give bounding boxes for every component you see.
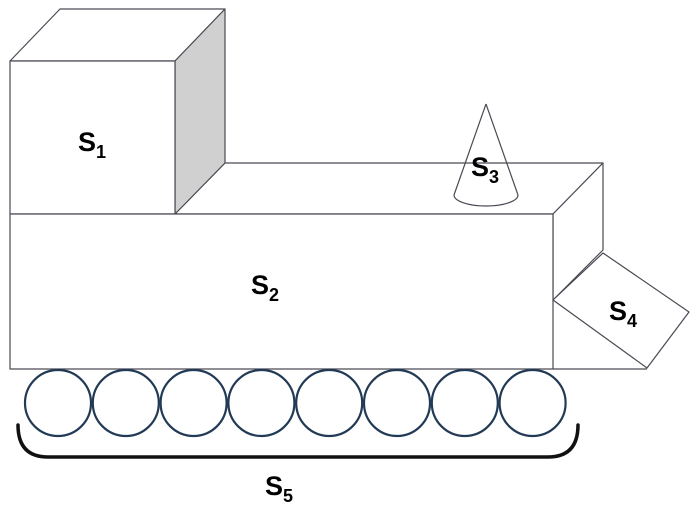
wheel-row	[23, 368, 567, 438]
label-s5-subscript: 5	[283, 486, 293, 506]
label-s2-subscript: 2	[269, 285, 279, 305]
body-top-face	[174, 162, 604, 215]
cube-front-face	[9, 60, 176, 215]
cone	[453, 103, 519, 207]
label-s2: S2	[251, 270, 279, 305]
label-s4-letter: S	[609, 296, 627, 326]
cone-left-edge	[453, 103, 487, 196]
wheel	[362, 368, 432, 438]
label-s1: S1	[78, 127, 106, 162]
label-s4-subscript: 4	[627, 311, 637, 331]
label-s5-letter: S	[265, 471, 283, 501]
cone-right-edge	[485, 103, 519, 196]
wheel	[430, 368, 499, 438]
label-s5: S5	[265, 471, 293, 506]
label-s1-letter: S	[78, 127, 96, 157]
wheels-bracket	[16, 423, 580, 459]
label-s1-subscript: 1	[96, 142, 106, 162]
plow-wedge	[552, 252, 690, 369]
label-s3: S3	[471, 152, 499, 187]
label-s2-letter: S	[251, 270, 269, 300]
wheel	[91, 368, 160, 438]
wheel	[227, 368, 296, 438]
label-s3-letter: S	[471, 152, 489, 182]
label-s3-subscript: 3	[489, 167, 499, 187]
wheel	[498, 368, 567, 438]
body-front-face	[9, 213, 554, 370]
wheel	[23, 368, 93, 438]
cone-base	[453, 194, 519, 207]
wheel	[159, 368, 228, 438]
label-s4: S4	[609, 296, 637, 331]
wheel	[295, 368, 364, 438]
